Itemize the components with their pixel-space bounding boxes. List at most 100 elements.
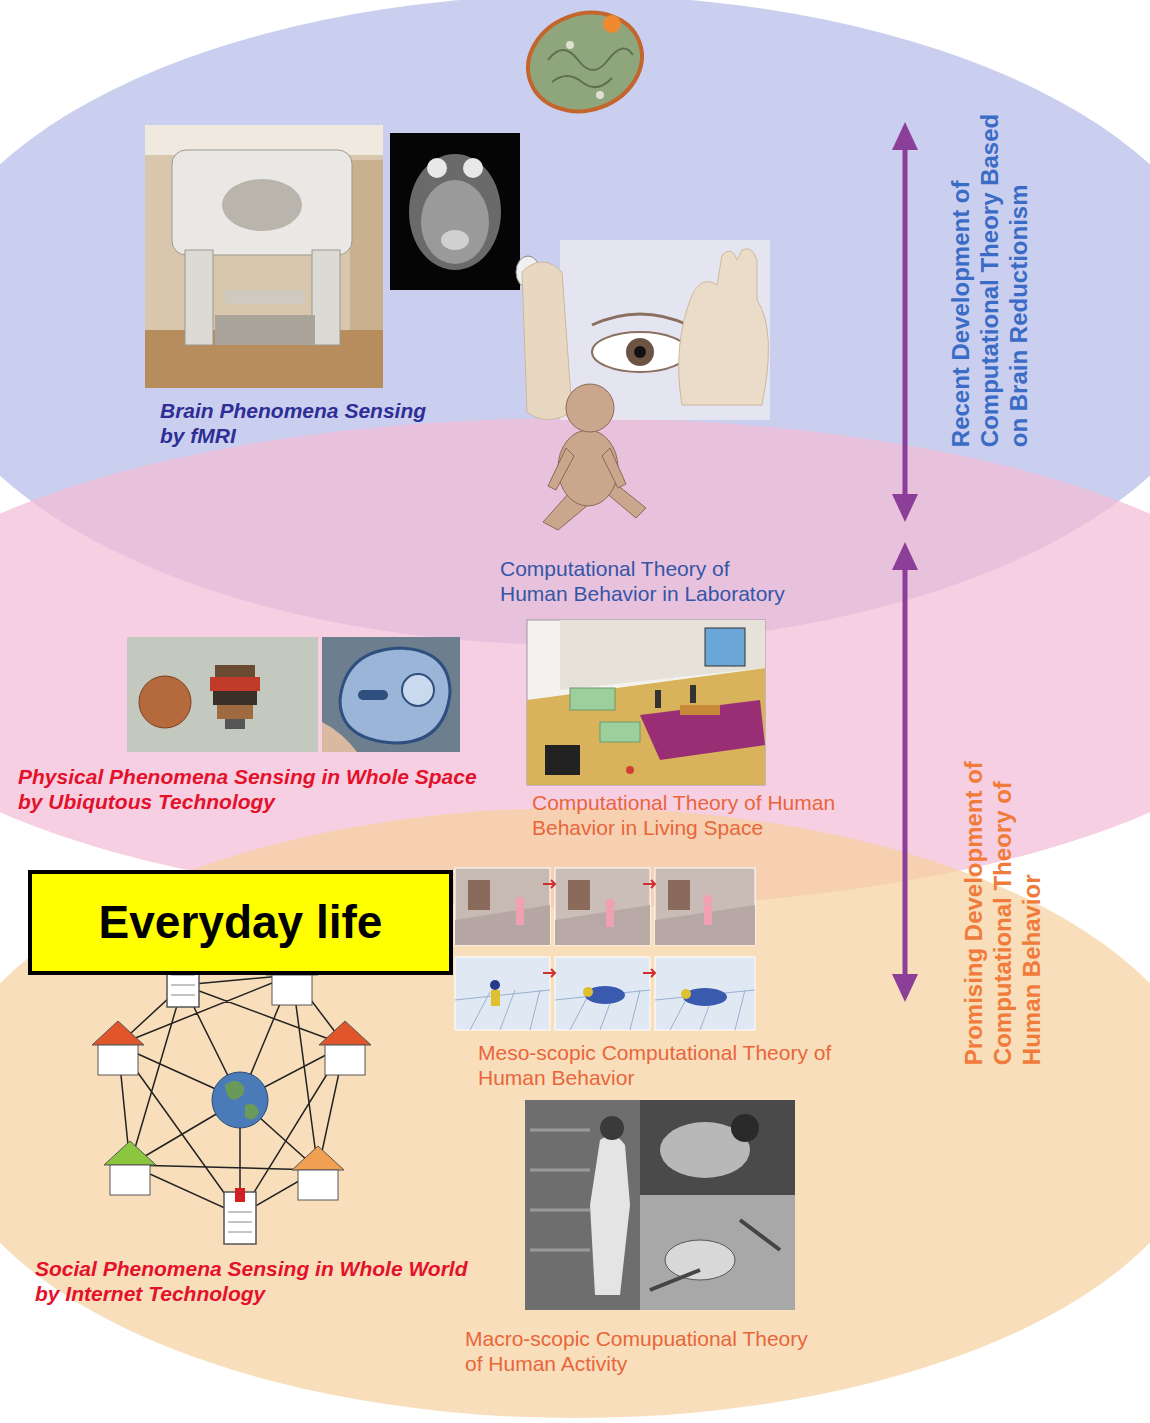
fmri-photo <box>225 290 305 304</box>
internet-network <box>272 975 312 1005</box>
sensory-organs <box>679 249 769 405</box>
internet-network <box>98 1045 138 1075</box>
activity-photos <box>665 1240 735 1280</box>
meso-frames-upper <box>703 895 713 905</box>
meso-frames-upper <box>655 905 755 945</box>
brain-model <box>566 41 574 49</box>
living-room-model <box>600 722 640 742</box>
text-slot: Computational Theory of Human Behavior i… <box>532 790 842 840</box>
sensory-organs <box>592 332 688 372</box>
device-photo <box>322 637 460 752</box>
activity-photos <box>650 1220 780 1290</box>
activity-photos <box>600 1116 624 1140</box>
sensing-caption: Brain Phenomena Sensing by fMRI <box>160 398 440 448</box>
sensor-photo <box>215 665 255 677</box>
fmri-photo <box>312 250 340 345</box>
device-photo <box>402 674 434 706</box>
sensor-photo <box>210 677 260 691</box>
living-room-model <box>545 745 580 775</box>
activity-photos <box>525 1100 795 1310</box>
activity-photos <box>525 1100 640 1310</box>
sensory-organs <box>522 262 572 420</box>
scope-arrow <box>903 140 908 505</box>
meso-frames-lower <box>455 957 755 1030</box>
living-room-model <box>626 766 634 774</box>
meso-frames-lower <box>655 957 755 1030</box>
text-slot: Meso-scopic Computational Theory of Huma… <box>478 1040 868 1090</box>
text-slot: Physical Phenomena Sensing in Whole Spac… <box>18 764 492 814</box>
meso-frames-lower <box>583 987 593 997</box>
sensory-organs <box>592 314 688 325</box>
meso-frames-upper <box>568 880 590 910</box>
internet-network <box>110 1165 150 1195</box>
internet-network <box>212 1072 268 1128</box>
meso-frames-upper <box>543 880 655 888</box>
text-slot: Promising Development of Computational T… <box>960 735 1046 1065</box>
activity-photos <box>590 1136 630 1295</box>
device-photo <box>340 648 450 743</box>
living-room-model <box>527 620 765 785</box>
sensor-photo <box>217 705 253 719</box>
fmri-photo <box>145 125 383 388</box>
meso-frames-lower <box>543 969 655 977</box>
meso-frames-lower <box>555 957 650 1030</box>
living-room-model <box>527 668 765 785</box>
axis-label: Recent Development of Computational Theo… <box>947 97 1033 447</box>
box-title: Everyday life <box>99 895 383 950</box>
fmri-photo <box>350 160 383 330</box>
text-slot: Recent Development of Computational Theo… <box>947 97 1033 447</box>
meso-frames-lower <box>490 980 500 990</box>
living-room-model <box>570 688 615 710</box>
brain-model <box>596 91 604 99</box>
highlight-box: Everyday life <box>28 870 453 975</box>
meso-frames-upper <box>455 905 550 945</box>
scope-arrow <box>903 560 908 985</box>
text-slot: Macro-scopic Comupuational Theory of Hum… <box>465 1326 825 1376</box>
internet-network <box>235 1188 245 1202</box>
brain-model <box>548 49 633 88</box>
meso-frames-upper <box>555 868 650 945</box>
meso-frames-upper <box>515 897 525 907</box>
meso-frames-upper <box>606 909 614 927</box>
living-room-model <box>655 690 661 708</box>
sensor-photo <box>225 719 245 729</box>
sensory-organs <box>626 338 654 366</box>
meso-frames-upper <box>516 907 524 925</box>
meso-frames-lower <box>681 989 691 999</box>
fmri-photo <box>145 125 383 388</box>
device-photo <box>322 637 460 752</box>
sensory-organs <box>634 346 646 358</box>
living-room-model <box>705 628 745 666</box>
mri-scan <box>390 133 520 290</box>
meso-frames-upper <box>704 905 712 925</box>
activity-photos <box>731 1114 759 1142</box>
meso-frames-upper <box>605 899 615 909</box>
baby-figure <box>566 384 614 432</box>
activity-photos <box>530 1130 590 1250</box>
device-photo <box>358 690 388 700</box>
text-slot: Computational Theory of Human Behavior i… <box>500 556 794 606</box>
theory-caption: Computational Theory of Human Behavior i… <box>532 790 842 840</box>
meso-frames-upper <box>668 880 690 910</box>
sensor-photo <box>213 691 257 705</box>
fmri-photo <box>215 315 315 345</box>
living-room-model <box>527 620 765 785</box>
sensor-photo <box>127 637 318 752</box>
mri-scan <box>463 158 483 178</box>
living-room-model <box>640 700 765 760</box>
mri-scan <box>390 133 520 290</box>
meso-frames-upper <box>455 868 550 945</box>
fmri-photo <box>222 179 302 231</box>
meso-frames-upper <box>555 905 650 945</box>
activity-photos <box>640 1195 795 1310</box>
text-slot: Brain Phenomena Sensing by fMRI <box>160 398 440 448</box>
meso-frames-upper <box>655 868 755 945</box>
internet-network <box>325 1045 365 1075</box>
brain-model <box>603 15 621 33</box>
internet-network <box>171 975 195 995</box>
fmri-photo <box>185 250 213 345</box>
internet-network <box>225 1081 259 1119</box>
activity-photos <box>640 1100 795 1195</box>
meso-frames-lower <box>491 990 500 1006</box>
